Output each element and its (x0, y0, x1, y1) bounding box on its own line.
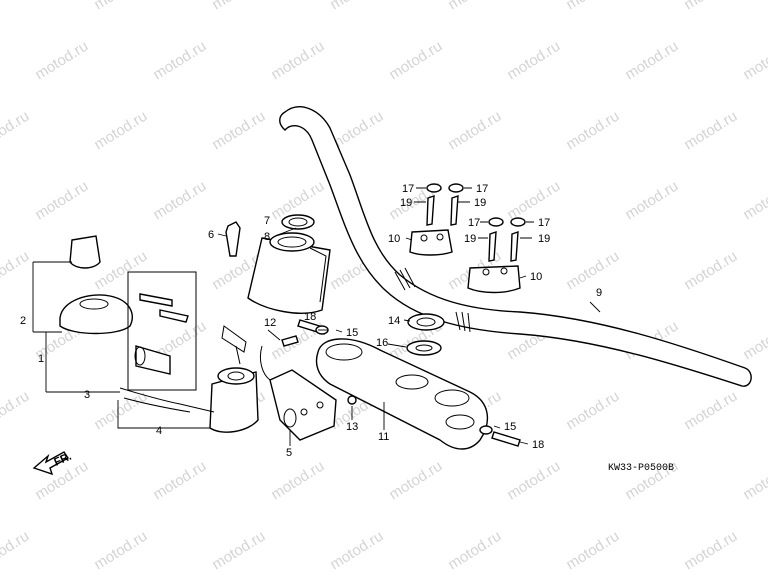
callout-19-d: 19 (538, 233, 550, 245)
callout-18-top: 18 (304, 311, 316, 323)
callout-4: 4 (156, 425, 162, 437)
ignition-switch (119, 325, 259, 433)
top-bridge (315, 338, 489, 450)
callouts: 1 2 3 4 5 6 7 8 9 10 10 11 12 13 14 15 1… (20, 183, 602, 459)
caps-and-bolts (426, 183, 526, 262)
key-lock-set (127, 271, 197, 391)
callout-17-a: 17 (402, 183, 414, 195)
callout-15-right: 15 (504, 421, 516, 433)
callout-17-c: 17 (468, 217, 480, 229)
callout-15-top: 15 (346, 327, 358, 339)
upper-holder-top (409, 229, 453, 256)
washer-16 (406, 340, 442, 356)
callout-9: 9 (596, 287, 602, 299)
callout-1: 1 (38, 353, 44, 365)
callout-10-top: 10 (388, 233, 400, 245)
callout-11: 11 (378, 431, 389, 443)
callout-16: 16 (376, 337, 388, 349)
clip-6 (225, 221, 241, 257)
callout-7: 7 (264, 215, 270, 227)
handlebar (279, 106, 752, 387)
fuel-cap (59, 235, 133, 335)
callout-17-d: 17 (538, 217, 550, 229)
callout-19-a: 19 (400, 197, 412, 209)
bolts-small (281, 319, 521, 447)
bridge-cover (247, 232, 331, 314)
bracket-5 (259, 345, 337, 441)
callout-6: 6 (208, 229, 214, 241)
callout-18-right: 18 (532, 439, 544, 451)
upper-holder-bottom (467, 265, 521, 294)
seal-ring-7 (281, 214, 315, 230)
callout-10-bottom: 10 (530, 271, 542, 283)
callout-13: 13 (346, 421, 358, 433)
washer-14 (407, 313, 445, 331)
callout-3: 3 (84, 389, 90, 401)
callout-14: 14 (388, 315, 400, 327)
callout-12: 12 (264, 317, 276, 329)
callout-2: 2 (20, 315, 26, 327)
callout-8: 8 (264, 231, 270, 243)
diagram-code: KW33-P0500B (608, 463, 674, 474)
callout-5: 5 (286, 447, 292, 459)
callout-17-b: 17 (476, 183, 488, 195)
callout-19-b: 19 (474, 197, 486, 209)
callout-19-c: 19 (464, 233, 476, 245)
leader-lines (32, 187, 601, 446)
